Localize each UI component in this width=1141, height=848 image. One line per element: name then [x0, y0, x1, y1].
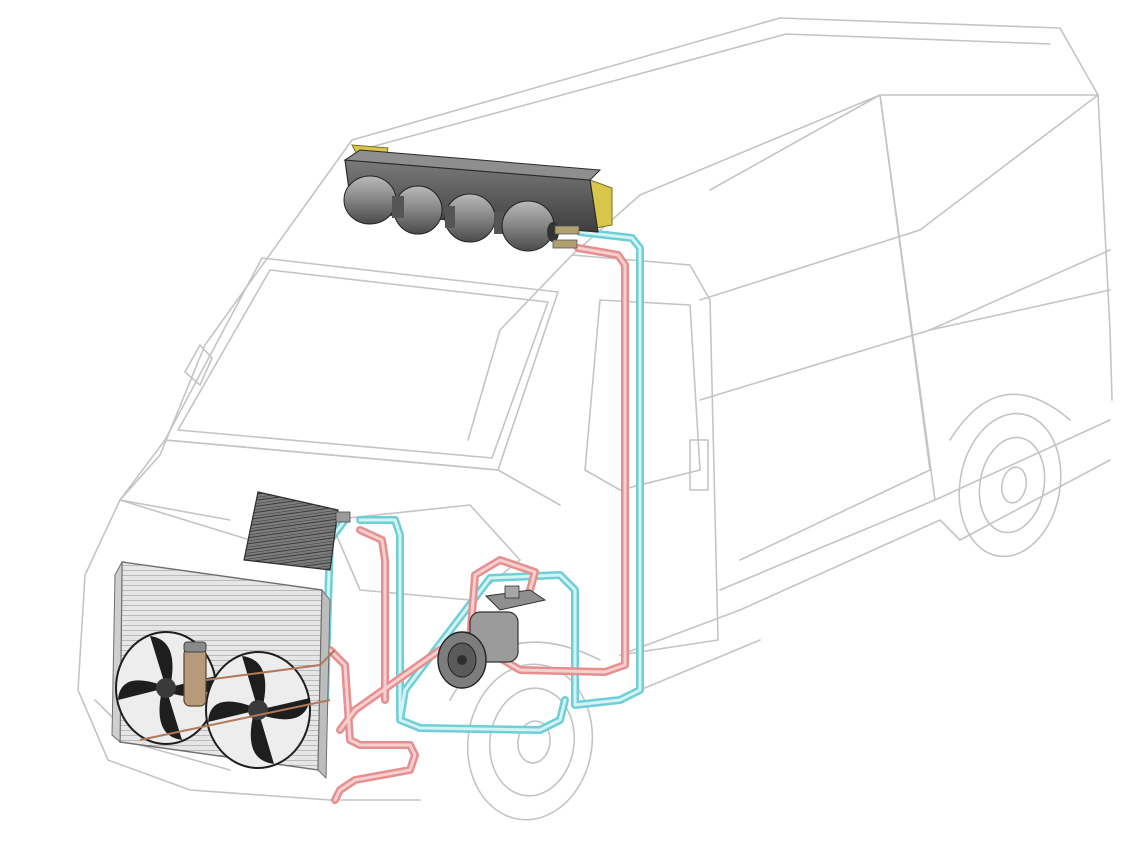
roof-evaporator-unit: [343, 144, 613, 252]
fan-icon: [205, 651, 311, 769]
hot-refrigerant-line: [314, 244, 629, 804]
condenser-piping: [139, 649, 336, 741]
evaporator-blower-unit-icon: [343, 175, 559, 252]
receiver-drier-icon: [183, 641, 207, 707]
heat-exchanger-icon: [243, 491, 351, 571]
compressor-icon: [437, 585, 547, 689]
